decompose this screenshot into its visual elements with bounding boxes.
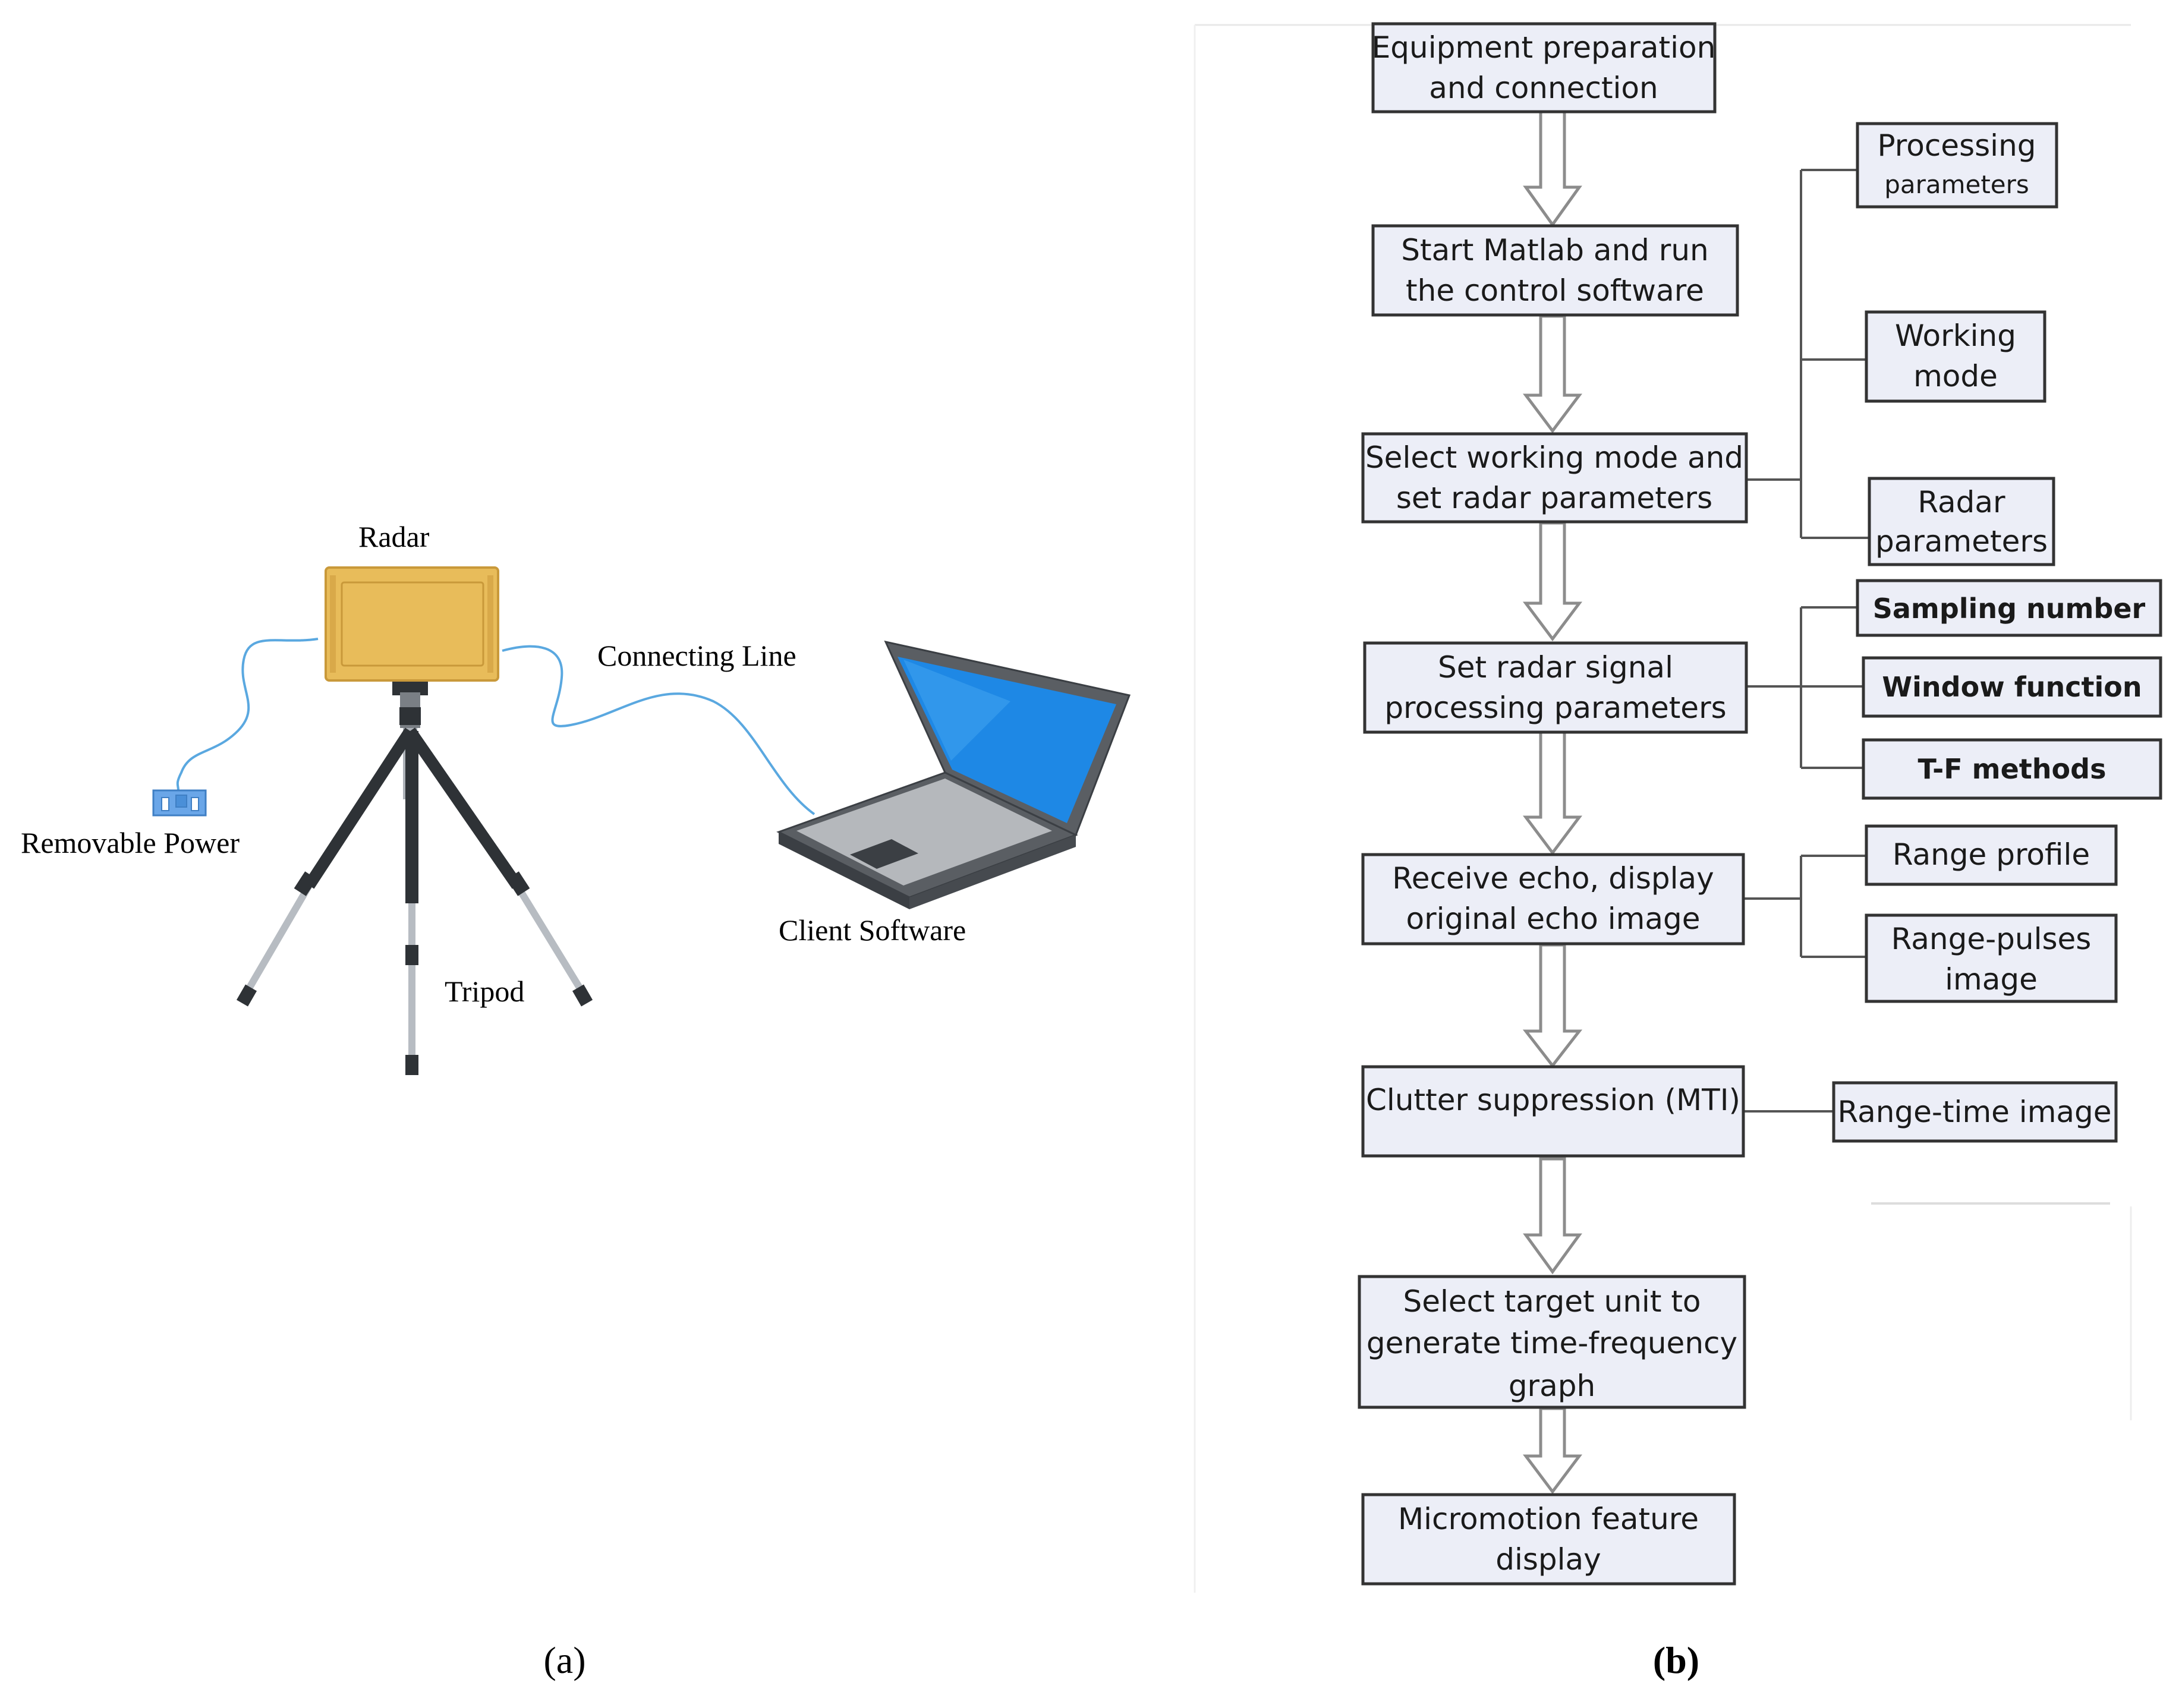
step-text: Receive echo, display [1392,861,1714,896]
removable-power-icon [152,789,207,817]
side-text: parameters [1884,170,2029,199]
main-steps [1358,22,1748,1586]
step-box-target-unit [1358,1275,1746,1409]
step-text: original echo image [1406,902,1701,936]
step-text: set radar parameters [1396,481,1712,515]
radar-icon [325,566,499,682]
step-text: and connection [1429,71,1658,105]
side-text: Processing [1878,128,2036,163]
side-text: Radar [1917,485,2005,519]
step-text: graph [1509,1369,1595,1403]
side-text: Range profile [1893,837,2090,872]
side-box-radar-parameters [1868,477,2055,566]
step-box-select-mode [1361,432,1748,524]
side-box-range-profile [1865,824,2118,886]
panel-b-flowchart: Equipment preparation and connection Sta… [1194,22,2162,1681]
flow-arrow [1523,521,1582,642]
panel-a-illustration: Radar Connecting Line Removable Power Tr… [21,520,1131,1681]
flow-arrow [1523,110,1582,228]
side-text: Working [1895,319,2016,353]
removable-power-label: Removable Power [21,826,240,859]
side-text: T-F methods [1918,753,2107,785]
client-software-label: Client Software [779,913,966,947]
flow-arrow [1523,730,1582,856]
panel-b-caption: (b) [1653,1639,1699,1681]
side-text: image [1945,962,2038,997]
side-box-processing-parameters [1856,122,2058,209]
side-box-labels: Processing parameters Working mode Radar… [1837,128,2145,1129]
flow-arrow [1523,1407,1582,1495]
radar-label: Radar [358,520,430,553]
side-box-tf-methods [1862,738,2162,800]
step-text: processing parameters [1384,691,1726,725]
step-text: generate time-frequency [1366,1326,1737,1360]
side-text: Sampling number [1873,593,2146,625]
tripod-icon [236,672,593,1075]
side-box-sampling-number [1856,579,2162,637]
step-text: Set radar signal [1438,650,1673,685]
side-text: parameters [1875,524,2048,559]
flow-arrow [1523,314,1582,434]
step-text: Clutter suppression (MTI) [1366,1083,1740,1117]
flow-arrow [1522,943,1583,1069]
step-text: Equipment preparation [1372,30,1716,65]
step-text: Select target unit to [1403,1284,1701,1319]
step-text: the control software [1406,273,1704,308]
side-text: Window function [1882,671,2142,703]
side-box-range-pulses [1865,913,2118,1003]
step-text: Start Matlab and run [1401,233,1708,267]
step-box-micromotion [1361,1493,1736,1586]
step-box-equipment [1371,22,1717,114]
laptop-icon [776,640,1131,909]
flow-arrows [1522,110,1583,1495]
step-box-start-matlab [1371,224,1739,317]
side-box-window-function [1862,656,2162,718]
connecting-line-label: Connecting Line [597,639,796,672]
step-box-signal-processing [1363,641,1748,734]
step-text: Select working mode and [1365,440,1743,475]
side-box-range-time [1832,1081,2118,1143]
step-box-receive-echo [1361,853,1745,946]
panel-a-caption: (a) [543,1639,585,1681]
connecting-cable [502,645,816,815]
power-cable [176,638,319,791]
step-text: display [1495,1542,1601,1577]
side-text: mode [1913,359,1998,393]
step-box-clutter [1361,1065,1745,1158]
side-box-working-mode [1865,310,2046,403]
side-text: Range-time image [1837,1095,2111,1129]
side-text: Range-pulses [1891,922,2092,956]
side-connectors [1745,169,1869,1113]
flow-arrow [1523,1157,1582,1275]
step-text: Micromotion feature [1398,1502,1699,1536]
side-boxes [1832,122,2162,1143]
tripod-label: Tripod [445,975,524,1008]
main-step-labels: Equipment preparation and connection Sta… [1365,30,1743,1577]
